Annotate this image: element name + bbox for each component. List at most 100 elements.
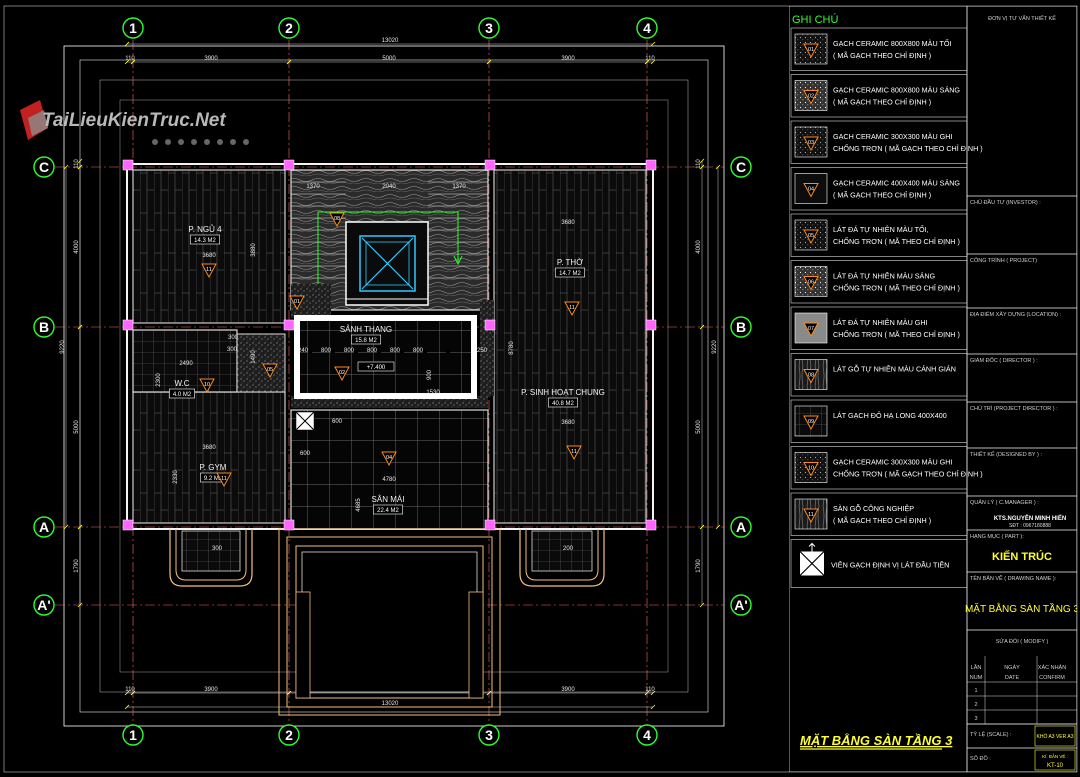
- grid-bubble-1-top: 1: [122, 17, 144, 39]
- inner-dim-5: 800: [413, 348, 424, 354]
- svg-text:CONFIRM: CONFIRM: [1039, 675, 1065, 681]
- svg-text:NUM: NUM: [970, 675, 983, 681]
- svg-text:THIẾT KẾ (DESIGNED BY ) :: THIẾT KẾ (DESIGNED BY ) :: [970, 451, 1042, 458]
- svg-text:1: 1: [974, 688, 977, 694]
- svg-text:110: 110: [125, 687, 135, 693]
- svg-text:3: 3: [485, 727, 493, 743]
- grid-bubble-A-prime-right: A': [730, 594, 752, 616]
- sheet-row: SỐ ĐỒ :KÍ. BẢN VẼ :KT-10: [966, 747, 1077, 772]
- project-row: CÔNG TRÌNH ( PROJECT): [966, 253, 1077, 309]
- dim-left-span-2: 5000: [74, 324, 83, 530]
- drawing-title: MẶT BẰNG SÀN TẦNG 3: [800, 733, 953, 748]
- svg-text:CHỐNG TRƠN ( MÃ THEO CHỈ ĐỊNH: CHỐNG TRƠN ( MÃ THEO CHỈ ĐỊNH ): [833, 236, 960, 246]
- svg-text:1790: 1790: [696, 559, 702, 573]
- inner-dim-14: 200: [563, 546, 574, 552]
- svg-text:02: 02: [808, 94, 814, 100]
- svg-text:9220: 9220: [60, 340, 66, 354]
- balcony-left: [169, 529, 253, 587]
- dim-left-span-1: 4000: [74, 164, 83, 330]
- svg-text:11: 11: [569, 305, 575, 311]
- room-s-n-m-i-6-tag: 04: [381, 451, 397, 467]
- dim-right-top: 110: [696, 159, 705, 170]
- svg-text:08: 08: [808, 373, 814, 379]
- svg-text:XÁC NHẬN: XÁC NHẬN: [1038, 664, 1066, 671]
- svg-text:CHỦ TRÌ (PROJECT DIRECTOR ) :: CHỦ TRÌ (PROJECT DIRECTOR ) :: [970, 405, 1058, 412]
- svg-text:5000: 5000: [74, 420, 80, 434]
- svg-text:SĐT : 0967180888: SĐT : 0967180888: [1009, 523, 1051, 529]
- room-p-th-1-tag: 11: [564, 301, 580, 317]
- design-unit-label: ĐƠN VỊ TƯ VẤN THIẾT KẾ: [988, 15, 1056, 22]
- svg-text:2: 2: [974, 702, 977, 708]
- grid-bubble-4-bottom: 4: [636, 724, 658, 746]
- room-p-gym-5-dim-w: 3680: [202, 445, 216, 451]
- svg-text:CHỐNG TRƠN ( MÃ GẠCH THEO CHỈ: CHỐNG TRƠN ( MÃ GẠCH THEO CHỈ ĐỊNH ): [833, 469, 983, 479]
- svg-text:B: B: [736, 319, 746, 335]
- grid-bubble-3-bottom: 3: [478, 724, 500, 746]
- svg-text:22.4 M2: 22.4 M2: [377, 508, 399, 514]
- dim-right-span-1: 4000: [696, 164, 705, 330]
- room-p-sinh-ho-t-chung-4-tag: 11: [566, 445, 582, 461]
- room-worship-floor: [493, 169, 647, 524]
- inner-dim-10: 600: [300, 451, 311, 457]
- lobby-marker-4: [400, 350, 404, 354]
- svg-text:P. SINH HOẠT CHUNG: P. SINH HOẠT CHUNG: [521, 388, 605, 397]
- svg-text:LẦN: LẦN: [971, 664, 982, 671]
- svg-text:GẠCH CERAMIC 400X400 MÀU SÁNG: GẠCH CERAMIC 400X400 MÀU SÁNG: [833, 179, 960, 188]
- svg-text:SẢNH THANG: SẢNH THANG: [340, 325, 392, 334]
- dim-bottom-total: 13020: [124, 701, 656, 710]
- scale-row: TỶ LỆ (SCALE) :KHỔ A3 VER A3: [966, 723, 1077, 749]
- legend-title: GHI CHÚ: [792, 13, 839, 26]
- svg-text:( MÃ GẠCH THEO CHỈ ĐỊNH ): ( MÃ GẠCH THEO CHỈ ĐỊNH ): [833, 191, 931, 200]
- svg-text:4: 4: [643, 727, 651, 743]
- grid-bubble-1-bottom: 1: [122, 724, 144, 746]
- svg-text:04: 04: [808, 187, 814, 193]
- room-p-ng-4-0: P. NGỦ 414.3 M2: [188, 225, 222, 245]
- room-w-c-3-dim-h: 2300: [156, 373, 162, 387]
- lobby-marker-6: [446, 350, 450, 354]
- inner-dim-12: 300: [227, 347, 238, 353]
- legend-swatch-03: [794, 126, 828, 158]
- svg-text:3: 3: [485, 20, 493, 36]
- inner-dim-9: 600: [332, 419, 343, 425]
- svg-text:A: A: [39, 519, 49, 535]
- svg-text:CHỐNG TRƠN ( MÃ THEO CHỈ ĐỊNH: CHỐNG TRƠN ( MÃ THEO CHỈ ĐỊNH ): [833, 283, 960, 293]
- director-row: GIÁM ĐỐC ( DIRECTOR ) :: [966, 353, 1077, 403]
- svg-text:06: 06: [808, 280, 814, 286]
- room-w-c-3-tag: 10: [199, 378, 215, 394]
- svg-text:01: 01: [808, 47, 814, 53]
- svg-text:110: 110: [645, 56, 655, 62]
- svg-text:KIẾN TRÚC: KIẾN TRÚC: [992, 550, 1052, 563]
- svg-text:B: B: [39, 319, 49, 335]
- svg-text:DATE: DATE: [1005, 675, 1020, 681]
- svg-text:15.8 M2: 15.8 M2: [355, 338, 377, 344]
- svg-text:1: 1: [129, 20, 137, 36]
- room-p-sinh-ho-t-chung-4-dim-w: 3680: [561, 420, 575, 426]
- svg-text:SỐ ĐỒ :: SỐ ĐỒ :: [970, 755, 991, 762]
- svg-text:LÁT ĐÁ TỰ NHIÊN MÀU TỐI,: LÁT ĐÁ TỰ NHIÊN MÀU TỐI,: [833, 224, 929, 234]
- svg-text:9220: 9220: [712, 340, 718, 354]
- room-s-n-m-i-6-dim-h: 4685: [356, 498, 362, 512]
- svg-text:110: 110: [74, 159, 80, 169]
- svg-text:3900: 3900: [561, 56, 575, 62]
- svg-text:2: 2: [285, 727, 293, 743]
- stair-lobby-floor: [294, 315, 477, 399]
- svg-text:GẠCH CERAMIC 800X800 MÀU SÁNG: GẠCH CERAMIC 800X800 MÀU SÁNG: [833, 86, 960, 95]
- balcony-right: [519, 529, 605, 587]
- floor-plan: [122, 159, 657, 716]
- lobby-marker-3: [377, 350, 381, 354]
- stair-tag: 08: [329, 212, 345, 228]
- landing-tag: 05: [262, 363, 278, 379]
- svg-text:SÀN GỖ CÔNG NGHIỆP: SÀN GỖ CÔNG NGHIỆP: [833, 504, 914, 513]
- inner-dim-1: 800: [321, 348, 332, 354]
- svg-text:3900: 3900: [204, 687, 218, 693]
- svg-text:07: 07: [808, 326, 814, 332]
